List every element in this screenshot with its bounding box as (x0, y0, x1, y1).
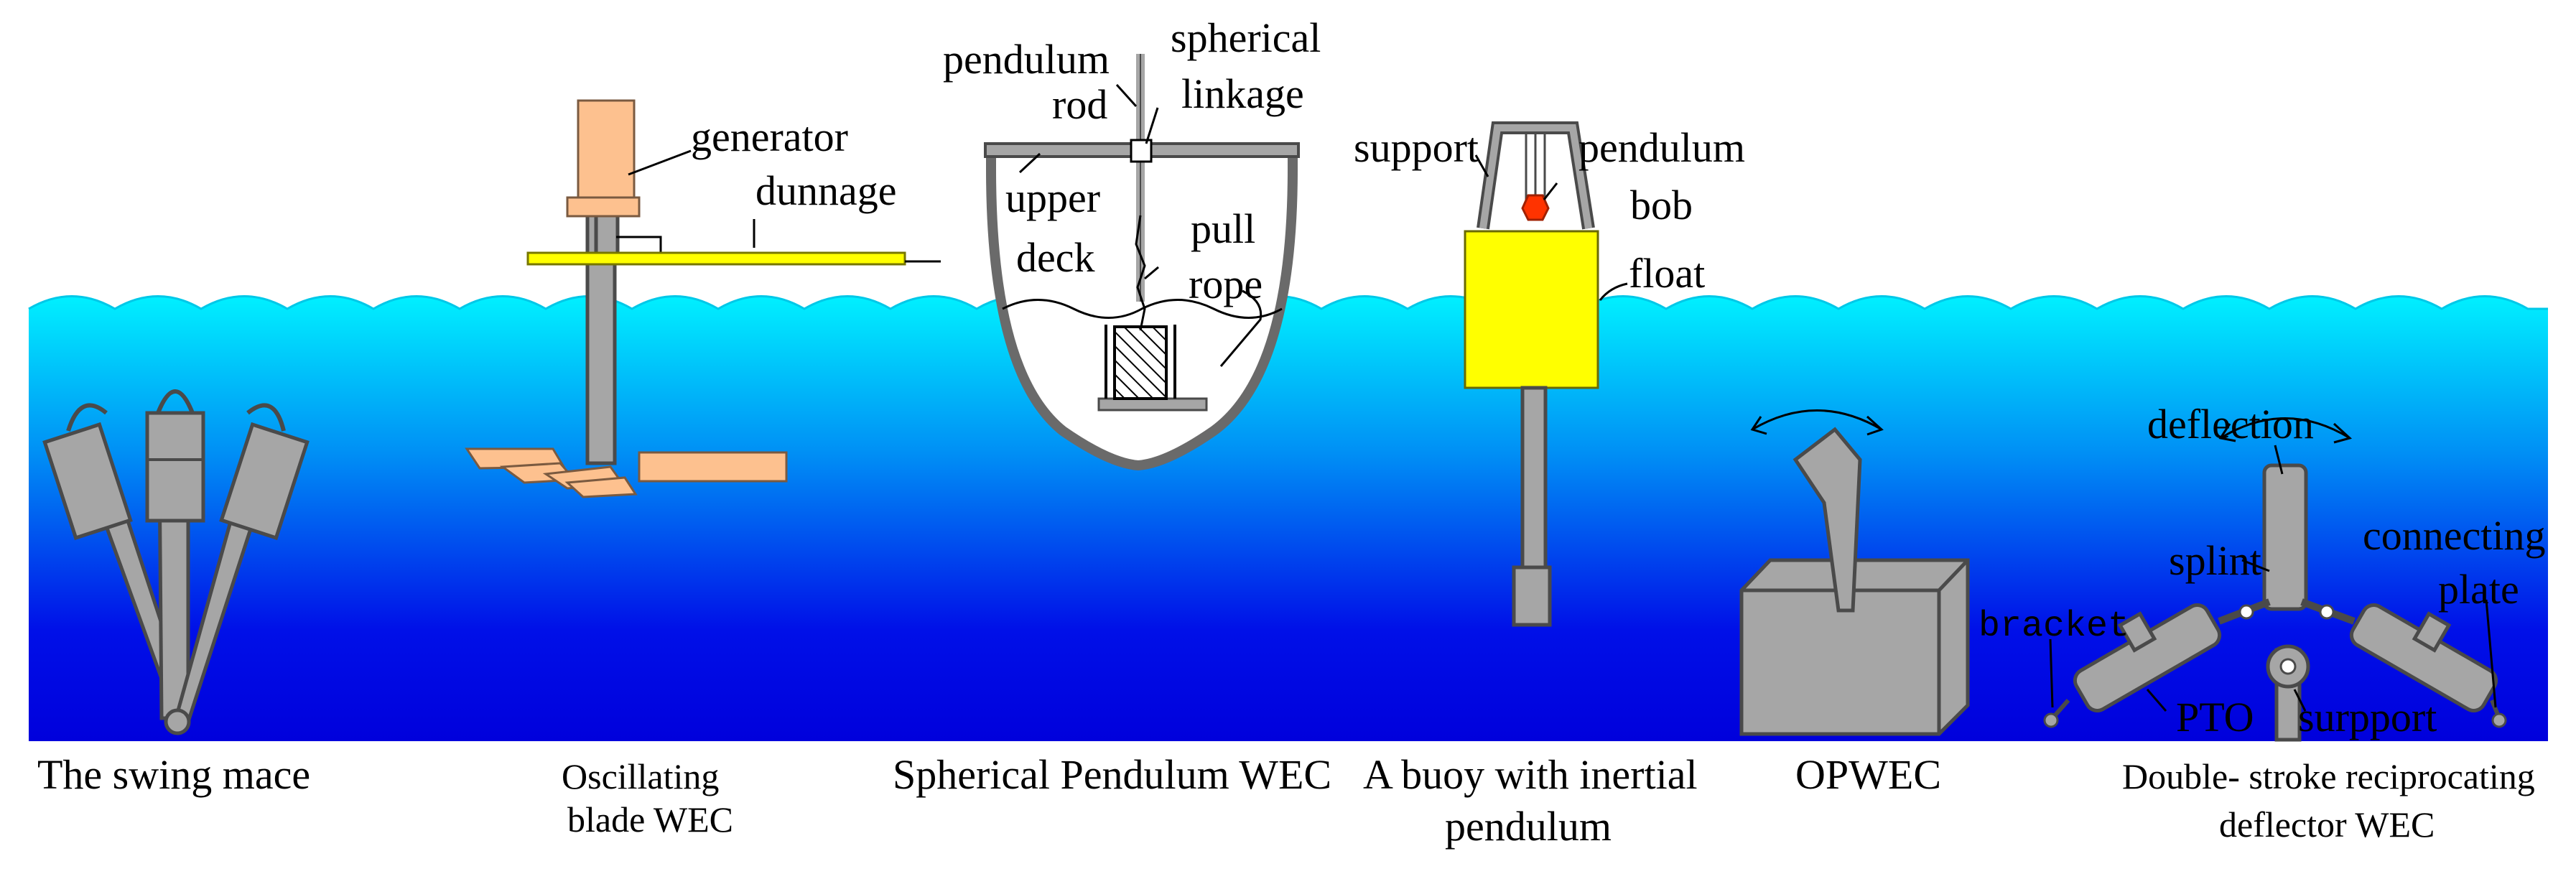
dunnage-plate (526, 251, 906, 266)
swing-mace-device (42, 389, 310, 735)
caption-spherical-pendulum: Spherical Pendulum WEC (893, 751, 1331, 798)
double-stroke-device (2043, 417, 2507, 742)
label-pendulum-bob-line2: bob (1630, 182, 1693, 228)
float-body (1464, 230, 1599, 389)
label-dunnage: dunnage (755, 167, 897, 214)
label-connecting-plate-line1: connecting (2363, 512, 2545, 559)
opwec-device (1739, 409, 1970, 736)
label-connecting-plate-line2: plate (2438, 566, 2519, 613)
label-pendulum-rod-line1: pendulum (943, 36, 1110, 83)
caption-double-stroke-line2: deflector WEC (2219, 804, 2435, 845)
label-support: support (1354, 124, 1479, 171)
label-upper-deck-line2: deck (1016, 234, 1095, 281)
label-bracket: bracket (1979, 606, 2129, 647)
caption-oscillating-line2: blade WEC (567, 799, 733, 840)
caption-buoy-line1: A buoy with inertial (1363, 751, 1698, 798)
label-generator: generator (691, 113, 848, 160)
label-float: float (1629, 250, 1705, 297)
label-pendulum-bob-line1: pendulum (1578, 124, 1745, 171)
caption-swing-mace: The swing mace (37, 751, 310, 798)
pendulum-bob (1521, 194, 1550, 221)
sea-water (29, 296, 2548, 741)
caption-double-stroke-line1: Double- stroke reciprocating (2122, 756, 2535, 796)
label-pull-rope-line2: rope (1189, 261, 1263, 307)
caption-oscillating-line1: Oscillating (562, 756, 719, 796)
label-pto: PTO (2176, 694, 2254, 740)
label-upper-deck-line1: upper (1005, 175, 1100, 221)
label-deflection: deflection (2147, 401, 2314, 447)
label-spherical-linkage-line2: linkage (1181, 70, 1304, 117)
label-pendulum-rod-line2: rod (1052, 81, 1107, 128)
spherical-pendulum-device (984, 54, 1300, 471)
caption-opwec: OPWEC (1795, 751, 1941, 798)
oscillating-blade-device (465, 99, 941, 498)
label-pull-rope-line1: pull (1191, 205, 1255, 252)
label-splint: splint (2169, 537, 2261, 584)
buoy-device (1464, 121, 1599, 627)
label-surpport: surpport (2298, 694, 2437, 740)
caption-buoy-line2: pendulum (1445, 803, 1612, 850)
label-spherical-linkage-line1: spherical (1171, 14, 1321, 61)
